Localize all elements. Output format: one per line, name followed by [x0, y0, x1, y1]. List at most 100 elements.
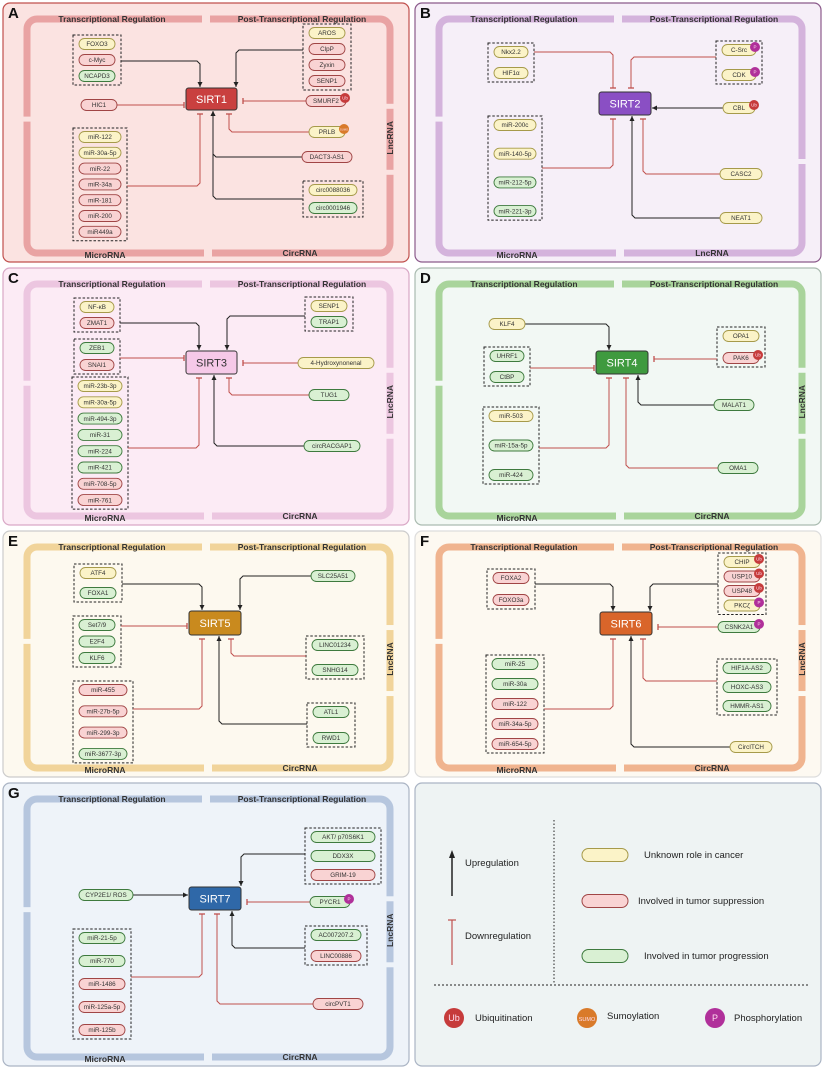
upregulation-arrow — [122, 583, 205, 610]
gene-pill: miR-31 — [77, 428, 123, 441]
section-label-top-left: Transcriptional Regulation — [58, 14, 165, 24]
pill-shape — [79, 567, 117, 579]
pill-shape — [729, 741, 773, 753]
arrowhead-icon — [652, 105, 657, 111]
badge-text: P — [757, 600, 760, 605]
sirtuin-node: SIRT1 — [185, 87, 238, 111]
pill-shape — [722, 662, 772, 674]
pill-shape — [310, 316, 348, 328]
gene-label: miR-3677-3p — [85, 751, 122, 758]
regulator-group: miR-122miR-30a-5pmiR-22miR-34amiR-181miR… — [72, 113, 203, 242]
frame-gap — [20, 380, 34, 386]
pill-shape — [79, 301, 115, 313]
pill-shape — [310, 300, 348, 312]
pill-shape — [80, 99, 118, 111]
gene-pill: c-Myc — [78, 54, 116, 66]
regulator-group: circRACGAP1 — [211, 375, 361, 452]
legend-upregulation-label: Upregulation — [465, 858, 519, 869]
ubiquitination-badge-icon: Ub — [340, 93, 350, 103]
sirtuin-label: SIRT5 — [200, 618, 231, 630]
gene-label: AKT/ p70S6K1 — [322, 834, 364, 841]
badge-circle — [754, 619, 764, 629]
gene-pill: HIF1α — [493, 67, 529, 79]
badge-circle — [754, 597, 764, 608]
pill-shape — [722, 681, 772, 693]
badge-circle — [749, 100, 759, 110]
gene-pill: miR-200 — [78, 210, 122, 222]
upregulation-arrow — [635, 375, 714, 406]
pill-shape — [493, 119, 537, 131]
mod-label: Phosphorylation — [734, 1013, 802, 1024]
gene-label: LINC01234 — [319, 642, 351, 649]
frame-gap — [204, 511, 212, 521]
gene-label: CYP2E1/ ROS — [85, 892, 126, 899]
ubiquitination-badge-icon: Ub — [754, 554, 764, 564]
upregulation-arrow — [121, 60, 203, 87]
arrowhead-icon — [211, 375, 217, 380]
pill-shape — [308, 184, 358, 196]
gene-label: miR-181 — [88, 197, 112, 204]
gene-label: miR-654-5p — [499, 741, 532, 748]
frame-gap — [614, 279, 622, 289]
gene-pill: SENP1 — [308, 75, 346, 87]
frame-gap — [202, 794, 210, 804]
pill-shape — [493, 147, 537, 160]
connector-line — [544, 639, 614, 710]
gene-pill: PYCR1 P — [309, 894, 354, 908]
gene-label: miR-770 — [90, 958, 114, 965]
pill-shape — [312, 706, 350, 718]
gene-label: miR-34a-5p — [499, 721, 532, 728]
sirtuin-node: SIRT4 — [595, 350, 649, 375]
pill-shape — [78, 619, 116, 631]
pill-shape — [488, 469, 534, 481]
dashed-group-box — [72, 615, 122, 668]
badge-text: P — [712, 1013, 718, 1023]
panel-background — [414, 530, 822, 778]
regulator-group: SLC25A51 — [237, 570, 356, 610]
gene-pill: miR-494-3p — [77, 412, 123, 425]
pill-shape — [492, 572, 530, 584]
connector-line — [631, 116, 720, 219]
pill-shape — [77, 412, 123, 425]
sirtuin-box — [188, 886, 242, 911]
frame-gap — [383, 962, 397, 968]
badge-text: P — [347, 897, 350, 902]
gene-pill: LINC01234 — [311, 639, 359, 651]
gene-pill: ZEB1 — [79, 342, 115, 354]
gene-label: 4-Hydroxynonenal — [310, 360, 361, 367]
pill-shape — [491, 698, 539, 710]
pill-shape — [308, 389, 350, 401]
gene-pill: KLF4 — [488, 318, 526, 330]
pill-shape — [78, 210, 122, 222]
pill-shape — [493, 205, 537, 218]
upregulation-arrow — [229, 911, 305, 949]
sirtuin-node: SIRT6 — [599, 611, 653, 636]
pill-shape — [491, 718, 539, 730]
gene-label: c-Myc — [89, 57, 106, 64]
pill-shape — [78, 1001, 126, 1013]
upregulation-arrow — [216, 636, 307, 725]
downregulation-inhibitor — [246, 899, 310, 905]
downregulation-inhibitor — [530, 365, 595, 371]
frame-gap — [616, 763, 624, 773]
regulator-group: PYCR1 P — [246, 894, 354, 908]
dashed-group-box — [487, 42, 535, 83]
legend-role-progression: Involved in tumor progression — [581, 949, 769, 963]
dashed-group-box — [73, 338, 121, 375]
dashed-group-box — [487, 115, 543, 221]
gene-label: RWD1 — [322, 735, 341, 742]
gene-pill: miR-27b-5p — [78, 705, 128, 718]
gene-label: PYCR1 — [320, 899, 341, 906]
gene-label: KLF4 — [499, 321, 515, 328]
gene-label: miR-122 — [503, 701, 527, 708]
ubiquitination-badge-icon: Ub — [754, 583, 764, 593]
dashed-group-box — [304, 296, 354, 332]
gene-label: UHRF1 — [497, 353, 518, 360]
gene-label: ZMAT1 — [87, 320, 108, 327]
badge-circle — [577, 1008, 597, 1028]
section-label-right: LncRNA — [385, 914, 395, 948]
